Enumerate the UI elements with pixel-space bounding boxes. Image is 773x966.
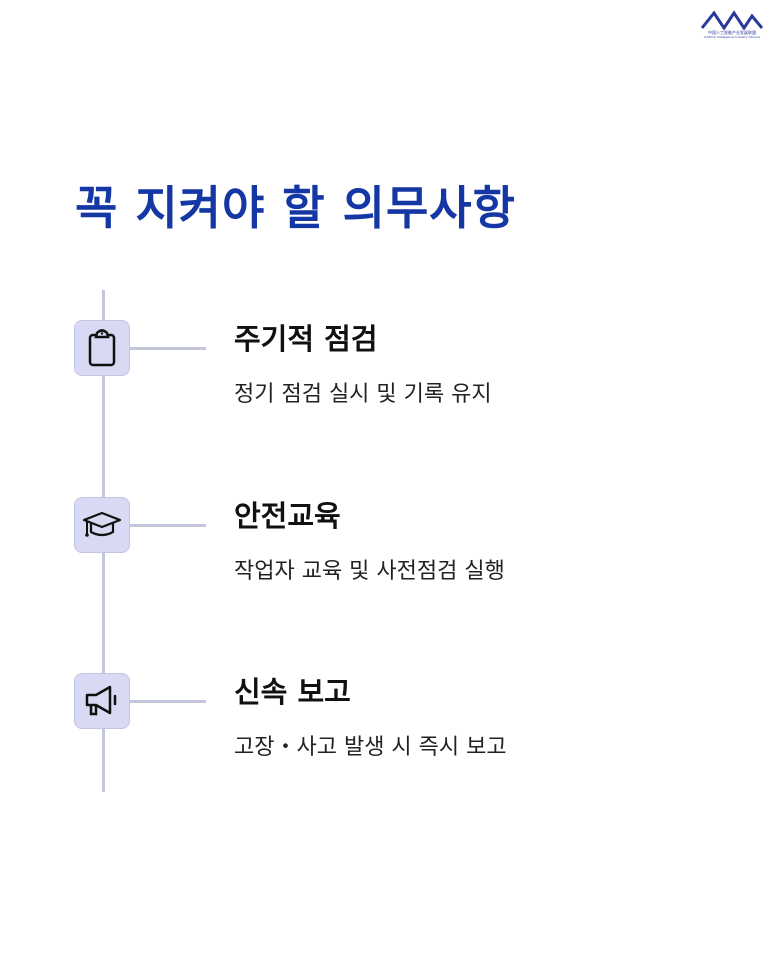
logo-text-en: Artificial Intelligence Industry Allianc… <box>703 35 761 39</box>
connector-line <box>130 700 206 703</box>
graduation-cap-icon <box>74 497 130 553</box>
item-heading: 안전교육 <box>234 499 341 533</box>
duty-item-inspection: 주기적 점검 정기 점검 실시 및 기록 유지 <box>0 320 773 440</box>
connector-line <box>130 347 206 350</box>
clipboard-icon <box>74 320 130 376</box>
item-description: 정기 점검 실시 및 기록 유지 <box>234 382 492 407</box>
page-title: 꼭 지켜야 할 의무사항 <box>75 181 516 235</box>
item-description: 작업자 교육 및 사전점검 실행 <box>234 559 505 584</box>
duty-item-report: 신속 보고 고장・사고 발생 시 즉시 보고 <box>0 673 773 793</box>
item-heading: 주기적 점검 <box>234 322 378 356</box>
item-heading: 신속 보고 <box>234 675 351 709</box>
item-description: 고장・사고 발생 시 즉시 보고 <box>234 735 507 760</box>
duty-item-training: 안전교육 작업자 교육 및 사전점검 실행 <box>0 497 773 617</box>
aiia-logo: 中国人工智能产业发展联盟 Artificial Intelligence Ind… <box>700 10 764 40</box>
connector-line <box>130 524 206 527</box>
logo-mark-icon <box>700 10 764 31</box>
logo-text-cn: 中国人工智能产业发展联盟 <box>708 30 756 35</box>
megaphone-icon <box>74 673 130 729</box>
